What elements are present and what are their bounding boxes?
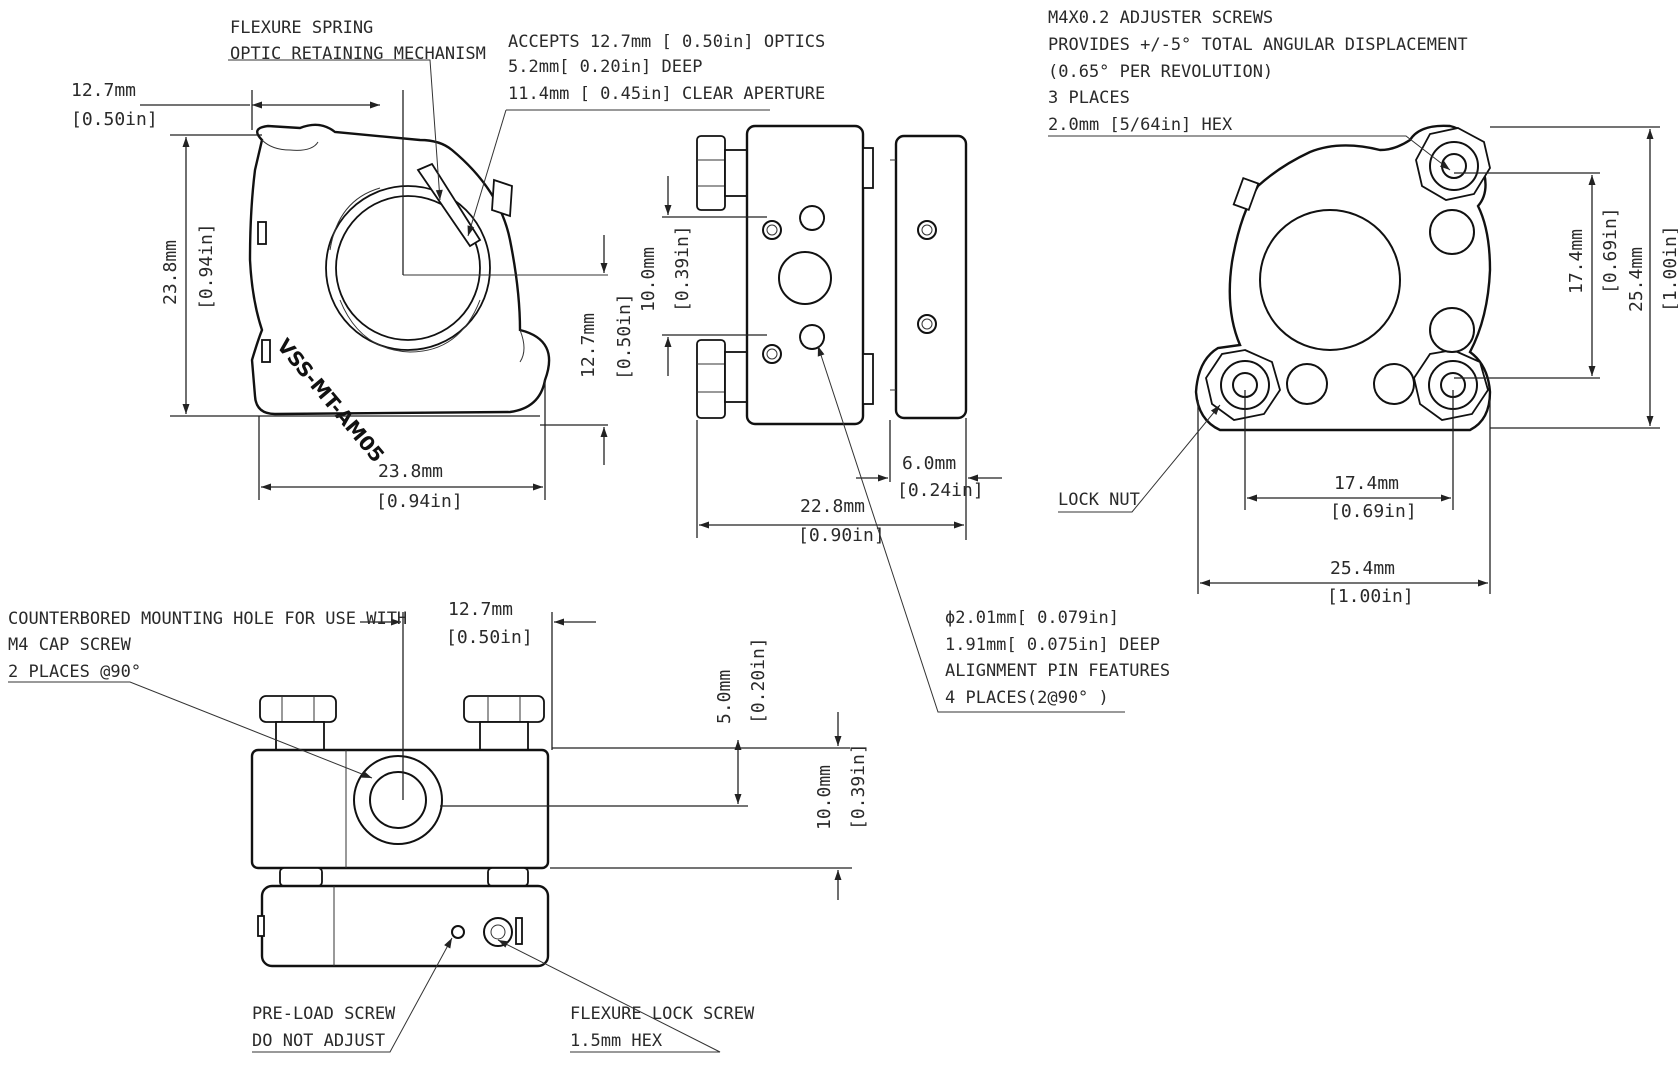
note-flexure-lock-line1: FLEXURE LOCK SCREW: [570, 1004, 755, 1024]
flexure-lock-note: FLEXURE LOCK SCREW 1.5mm HEX: [570, 1004, 755, 1051]
counterbore-note: COUNTERBORED MOUNTING HOLE FOR USE WITH …: [8, 609, 407, 682]
dim-bottom-small-mm: 5.0mm: [714, 670, 735, 724]
dim-bottom-small-in: [0.20in]: [748, 637, 769, 724]
adjuster-note: M4X0.2 ADJUSTER SCREWS PROVIDES +/-5° TO…: [1048, 8, 1468, 135]
dim-front-width-mm: 23.8mm: [378, 461, 443, 482]
dim-bottom-big-in: [0.39in]: [848, 743, 869, 830]
dim-back-horiz-small-in: [0.69in]: [1330, 501, 1417, 522]
note-adjuster-line5: 2.0mm [5/64in] HEX: [1048, 115, 1233, 135]
note-counterbore-line3: 2 PLACES @90°: [8, 662, 141, 682]
back-view: [1194, 124, 1492, 432]
front-view-dimensions: 12.7mm [0.50in] 23.8mm [0.94in] 23.8mm […: [71, 59, 770, 512]
dim-side-depth-in: [0.24in]: [897, 480, 984, 501]
dim-back-vert-big-in: [1.00in]: [1660, 225, 1678, 312]
dim-front-height-mm: 23.8mm: [160, 240, 181, 305]
note-pin-line3: ALIGNMENT PIN FEATURES: [945, 661, 1170, 681]
dim-front-center-in: [0.50in]: [614, 293, 635, 380]
note-flexure-line2: OPTIC RETAINING MECHANISM: [230, 44, 486, 64]
back-view-dimensions: 17.4mm [0.69in] 25.4mm [1.00in] 17.4mm […: [1048, 126, 1678, 607]
dim-front-height-in: [0.94in]: [196, 223, 217, 310]
dim-side-width-in: [0.90in]: [798, 525, 885, 546]
note-preload-line1: PRE-LOAD SCREW: [252, 1004, 396, 1024]
note-counterbore-line1: COUNTERBORED MOUNTING HOLE FOR USE WITH: [8, 609, 407, 629]
dim-back-vert-small-mm: 17.4mm: [1566, 229, 1587, 294]
dim-side-depth-mm: 6.0mm: [902, 453, 956, 474]
dim-bottom-top-mm: 12.7mm: [448, 599, 513, 620]
side-view: [696, 124, 968, 426]
flexure-spring-note: FLEXURE SPRING OPTIC RETAINING MECHANISM: [230, 18, 486, 64]
note-flexure-lock-line2: 1.5mm HEX: [570, 1031, 663, 1051]
note-adjuster-line4: 3 PLACES: [1048, 88, 1130, 108]
dim-front-center-mm: 12.7mm: [578, 313, 599, 378]
dim-back-horiz-big-in: [1.00in]: [1327, 586, 1414, 607]
dim-front-top-in: [0.50in]: [71, 109, 158, 130]
dim-front-top-mm: 12.7mm: [71, 80, 136, 101]
note-flexure-line1: FLEXURE SPRING: [230, 18, 373, 38]
note-counterbore-line2: M4 CAP SCREW: [8, 635, 132, 655]
preload-note: PRE-LOAD SCREW DO NOT ADJUST: [252, 1004, 396, 1051]
dim-front-width-in: [0.94in]: [376, 491, 463, 512]
dim-side-holes-mm: 10.0mm: [638, 247, 659, 312]
note-pin-line2: 1.91mm[ 0.075in] DEEP: [945, 635, 1160, 655]
alignment-pin-note: ϕ2.01mm[ 0.079in] 1.91mm[ 0.075in] DEEP …: [945, 608, 1170, 708]
dim-back-vert-big-mm: 25.4mm: [1626, 247, 1647, 312]
dim-back-vert-small-in: [0.69in]: [1600, 207, 1621, 294]
dim-bottom-top-in: [0.50in]: [446, 627, 533, 648]
note-lock-nut: LOCK NUT: [1058, 490, 1140, 510]
note-pin-line1: ϕ2.01mm[ 0.079in]: [945, 608, 1119, 628]
bottom-view-dimensions: 12.7mm [0.50in] 5.0mm [0.20in] 10.0mm [0…: [8, 599, 869, 1053]
dim-bottom-big-mm: 10.0mm: [814, 765, 835, 830]
dim-side-width-mm: 22.8mm: [800, 496, 865, 517]
note-optics-line1: ACCEPTS 12.7mm [ 0.50in] OPTICS: [508, 32, 825, 52]
dim-back-horiz-small-mm: 17.4mm: [1334, 473, 1399, 494]
note-optics-line3: 11.4mm [ 0.45in] CLEAR APERTURE: [508, 84, 825, 104]
note-adjuster-line3: (0.65° PER REVOLUTION): [1048, 62, 1273, 82]
note-optics-line2: 5.2mm[ 0.20in] DEEP: [508, 57, 702, 77]
dim-back-horiz-big-mm: 25.4mm: [1330, 558, 1395, 579]
note-adjuster-line1: M4X0.2 ADJUSTER SCREWS: [1048, 8, 1273, 28]
dim-side-holes-in: [0.39in]: [672, 225, 693, 312]
note-adjuster-line2: PROVIDES +/-5° TOTAL ANGULAR DISPLACEMEN…: [1048, 35, 1468, 55]
side-view-dimensions: 10.0mm [0.39in] 6.0mm [0.24in] 22.8mm [0…: [638, 176, 1125, 713]
optics-note: ACCEPTS 12.7mm [ 0.50in] OPTICS 5.2mm[ 0…: [508, 32, 825, 104]
front-view: VSS-MT-AM05: [248, 123, 608, 467]
note-pin-line4: 4 PLACES(2@90° ): [945, 688, 1109, 708]
bottom-view: [250, 695, 550, 968]
note-preload-line2: DO NOT ADJUST: [252, 1031, 385, 1051]
